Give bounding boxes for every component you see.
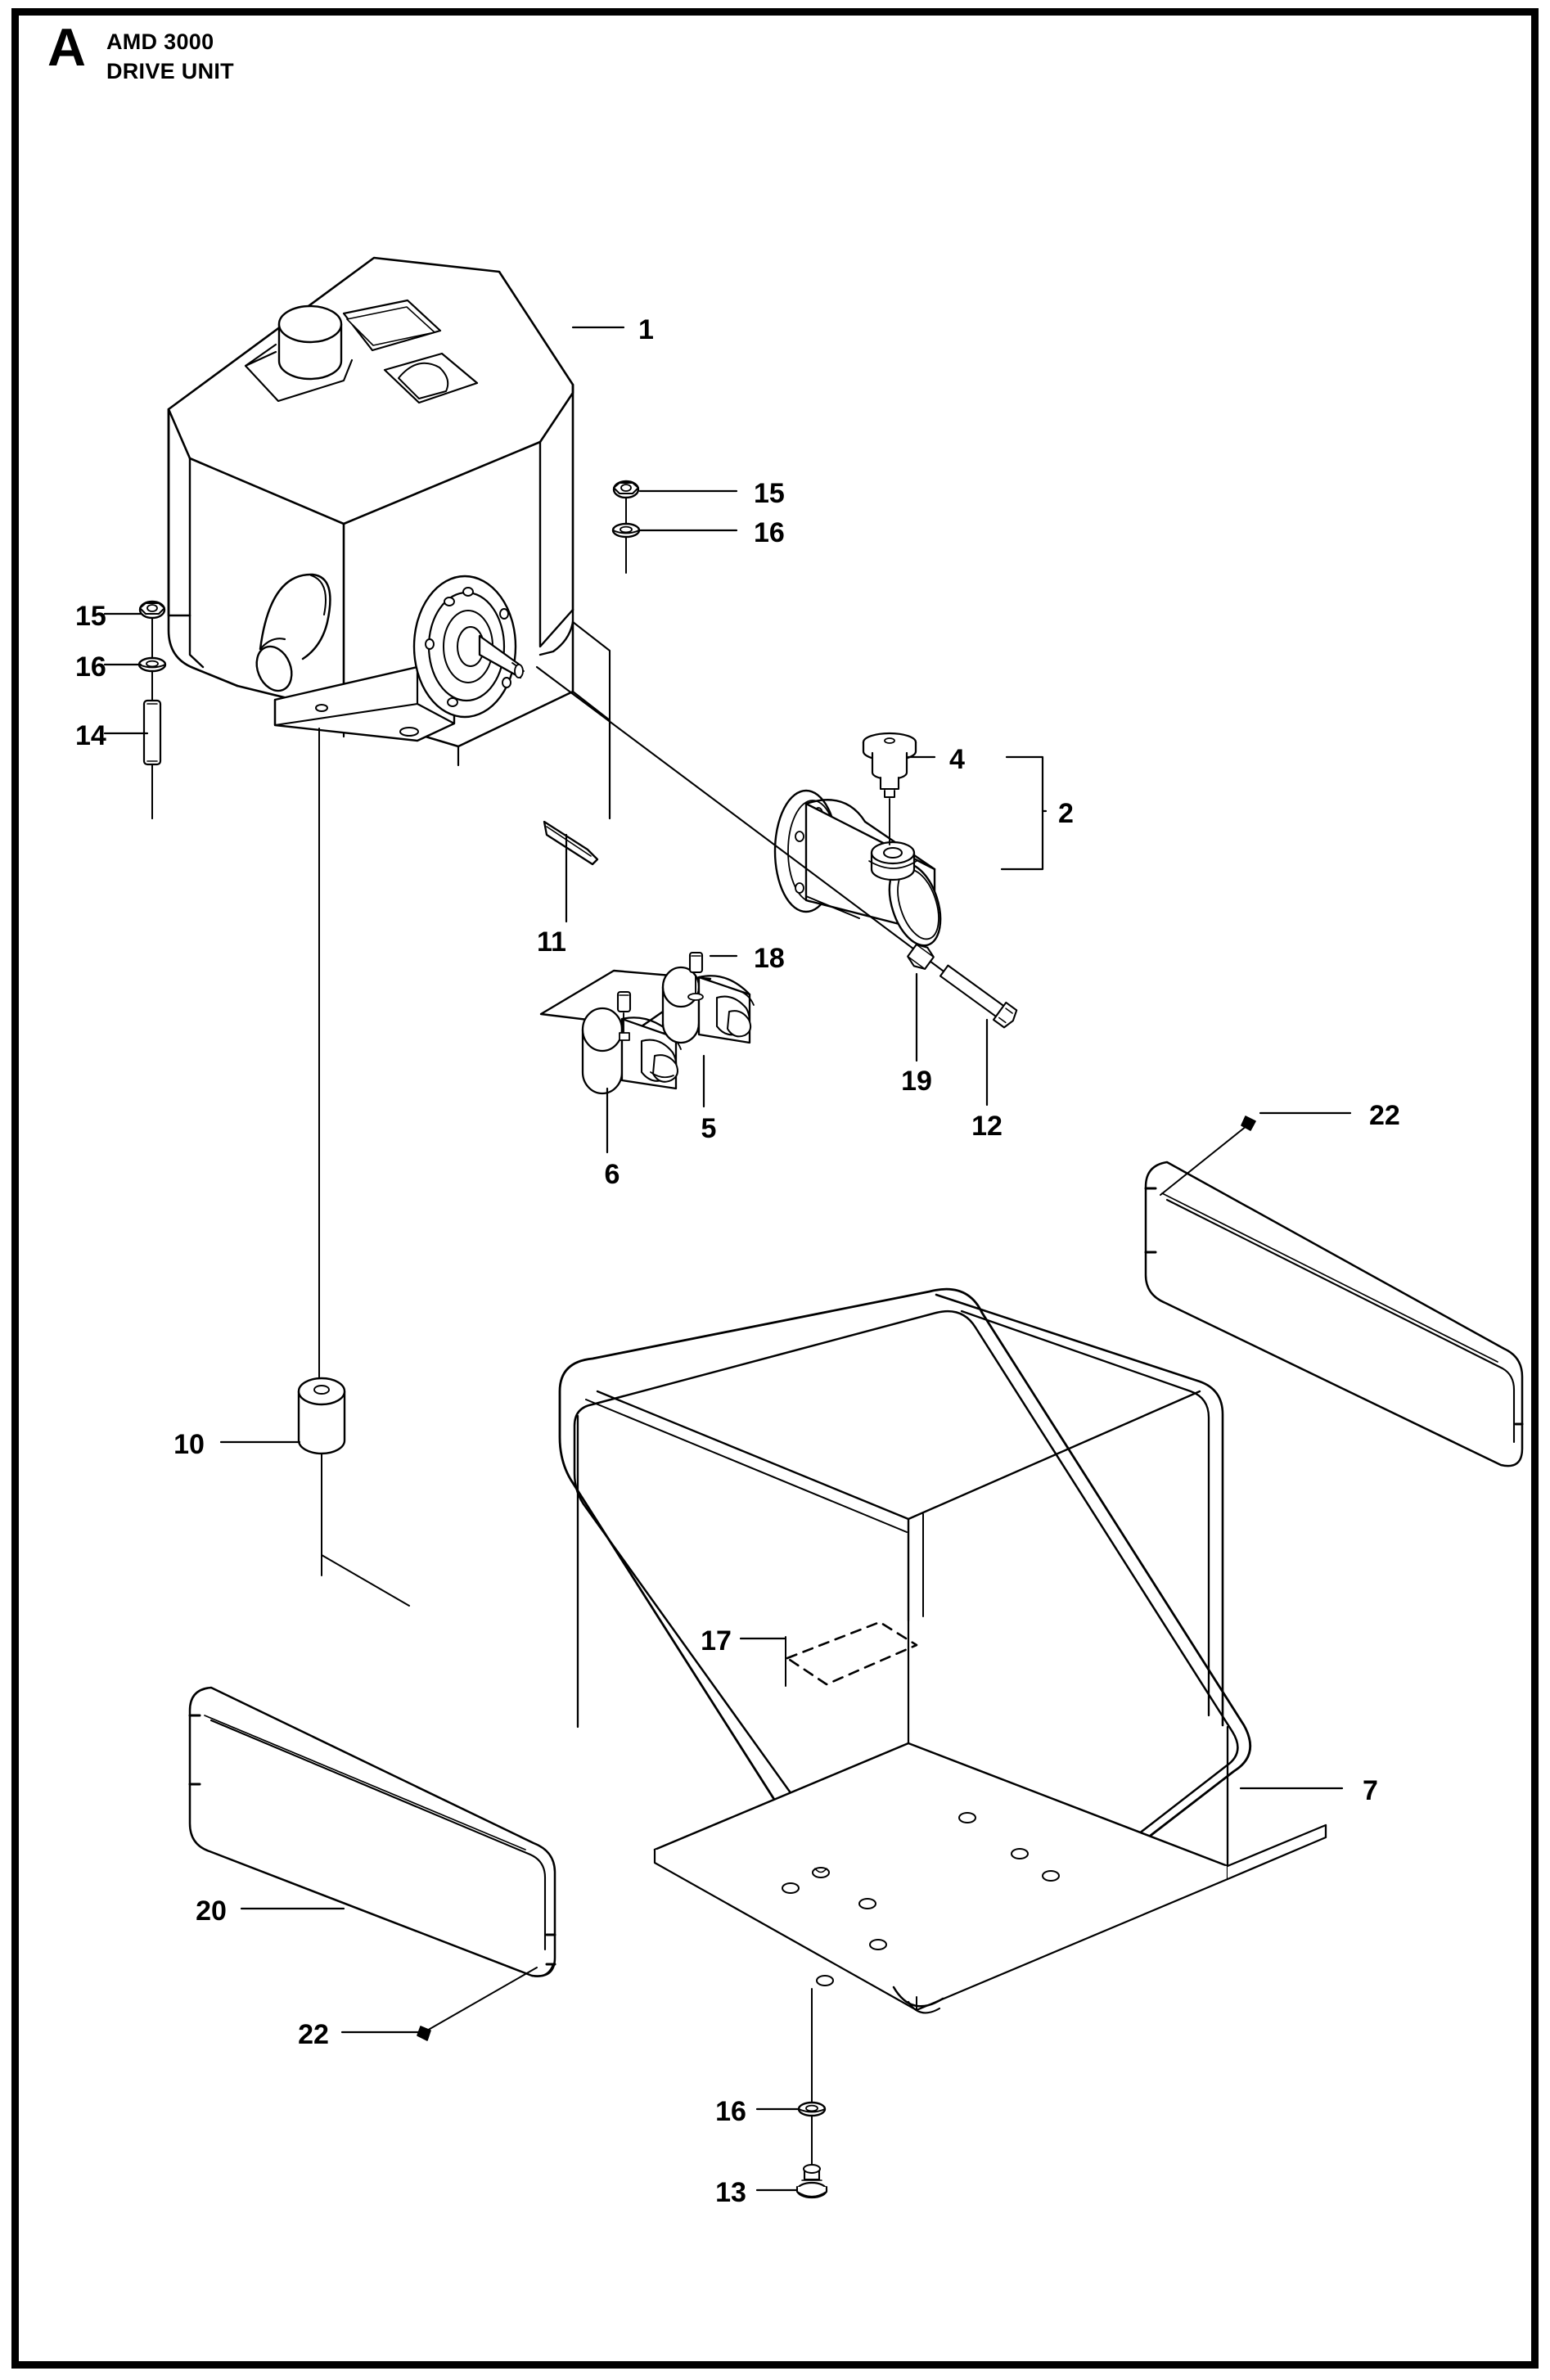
callout-4: 4 — [949, 744, 965, 775]
callout-18: 18 — [754, 943, 785, 974]
title-subject: DRIVE UNIT — [106, 58, 234, 83]
leader-2-bracket — [1000, 755, 1044, 871]
long-bolt-assembly — [535, 665, 1018, 1029]
callout-1: 1 — [638, 314, 654, 345]
fastener-stack-bottom — [795, 1988, 828, 2199]
plug-fitting — [862, 732, 917, 845]
panel-fastener-lower — [417, 1967, 538, 2041]
tubular-frame — [558, 1287, 1327, 2014]
callout-14: 14 — [75, 720, 106, 751]
callout-6: 6 — [605, 1159, 620, 1190]
shaft-key — [543, 820, 599, 866]
callout-15-right: 15 — [754, 478, 785, 509]
gearbox-housing — [167, 256, 611, 820]
callout-22-upper: 22 — [1369, 1100, 1400, 1131]
callout-12: 12 — [971, 1111, 1003, 1142]
coupling-halves — [539, 951, 755, 1095]
fastener-stack-right — [611, 480, 641, 574]
hidden-bracket — [785, 1620, 918, 1687]
callout-7: 7 — [1363, 1775, 1378, 1806]
fastener-stack-left — [137, 600, 167, 819]
section-letter: A — [47, 17, 86, 77]
spacer-bushing — [297, 728, 410, 1607]
leader-lines — [103, 326, 1352, 2192]
callout-17: 17 — [701, 1625, 732, 1657]
callout-20: 20 — [196, 1895, 227, 1927]
callout-10: 10 — [173, 1429, 205, 1460]
panel-fastener-upper — [1160, 1116, 1256, 1196]
callout-16-bottom: 16 — [715, 2096, 746, 2127]
flange-bolt — [795, 2164, 828, 2199]
callout-numbers: 1 2 4 5 6 7 10 11 12 13 14 15 15 16 16 1… — [75, 314, 1400, 2208]
callout-15-left: 15 — [75, 601, 106, 632]
side-cover-panel-lower — [188, 1686, 556, 1977]
coupling-half-upper — [661, 951, 755, 1044]
callout-2: 2 — [1058, 798, 1074, 829]
side-cover-panel-upper — [1144, 1161, 1524, 1467]
motor-coupling-housing — [773, 789, 942, 947]
callout-13: 13 — [715, 2177, 746, 2208]
title-model: AMD 3000 — [106, 29, 214, 54]
title-block: AMD 3000 DRIVE UNIT — [106, 23, 234, 86]
callout-22-lower: 22 — [298, 2019, 329, 2050]
diagram-header: A AMD 3000 DRIVE UNIT — [47, 17, 234, 86]
callout-5: 5 — [701, 1113, 717, 1144]
callout-16-right: 16 — [754, 517, 785, 548]
callout-11: 11 — [537, 926, 566, 958]
callout-19: 19 — [901, 1066, 932, 1097]
coupling-half-lower — [581, 990, 682, 1095]
gearbox-output-flange — [412, 575, 525, 719]
callout-16-left: 16 — [75, 651, 106, 683]
